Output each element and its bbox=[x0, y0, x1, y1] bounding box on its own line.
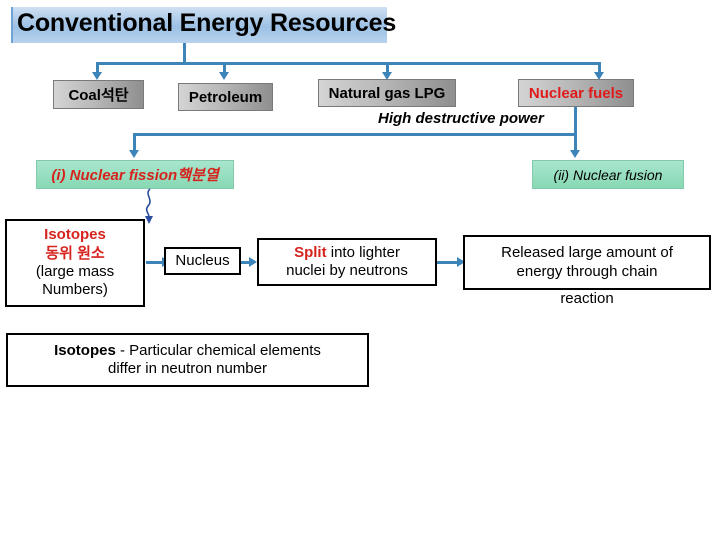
connector-stem-petroleum bbox=[223, 62, 226, 75]
released-line2: energy through chain bbox=[516, 262, 658, 280]
split-strong: Split bbox=[294, 243, 327, 261]
definition-strong: Isotopes bbox=[54, 341, 116, 359]
connector-nucleus-split bbox=[241, 261, 250, 264]
connector-nuclear-drop bbox=[574, 107, 577, 134]
definition-box-isotopes[interactable]: Isotopes - Particular chemical elements … bbox=[6, 333, 369, 387]
resource-label-nuclear-fuels: Nuclear fuels bbox=[528, 84, 624, 102]
definition-rest: - Particular chemical elements bbox=[115, 341, 321, 359]
arrow-coal bbox=[92, 72, 102, 80]
arrow-fusion bbox=[570, 150, 580, 158]
process-box-nuclear-fission[interactable]: (i) Nuclear fission핵분열 bbox=[36, 160, 234, 189]
arrow-nucleus-split bbox=[249, 257, 257, 267]
chain-box-nucleus[interactable]: Nucleus bbox=[164, 247, 241, 275]
resource-box-petroleum[interactable]: Petroleum bbox=[178, 83, 273, 111]
annotation-high-destructive-power: High destructive power bbox=[378, 110, 544, 127]
arrow-fission bbox=[129, 150, 139, 158]
connector-stem-fission bbox=[133, 133, 136, 151]
connector-split-released bbox=[437, 261, 458, 264]
connector-stem-coal bbox=[96, 62, 99, 75]
isotopes-sub-line2: Numbers) bbox=[42, 281, 108, 299]
isotopes-title: Isotopes bbox=[44, 226, 106, 244]
connector-stem-natural-gas bbox=[386, 62, 389, 75]
chain-box-released-energy[interactable]: Released large amount of energy through … bbox=[463, 235, 711, 290]
definition-line1: Isotopes - Particular chemical elements bbox=[54, 342, 321, 360]
page-title: Conventional Energy Resources bbox=[17, 9, 397, 37]
title-background bbox=[11, 7, 387, 43]
released-line3: reaction bbox=[560, 290, 614, 307]
resource-box-natural-gas[interactable]: Natural gas LPG bbox=[318, 79, 456, 107]
released-line1: Released large amount of bbox=[501, 244, 673, 262]
isotopes-sub-line1: (large mass bbox=[35, 263, 115, 280]
connector-title-drop bbox=[183, 43, 186, 63]
process-label-nuclear-fission: (i) Nuclear fission핵분열 bbox=[51, 167, 219, 184]
nucleus-label: Nucleus bbox=[175, 251, 230, 269]
chain-box-split[interactable]: Split into lighter nuclei by neutrons bbox=[257, 238, 437, 286]
connector-level2-bar bbox=[133, 133, 577, 136]
definition-line2: differ in neutron number bbox=[108, 360, 267, 377]
process-box-nuclear-fusion[interactable]: (ii) Nuclear fusion bbox=[532, 160, 684, 189]
connector-stem-fusion bbox=[574, 133, 577, 151]
arrow-split-released bbox=[457, 257, 465, 267]
resource-label-natural-gas: Natural gas LPG bbox=[328, 84, 446, 102]
arrow-natural-gas bbox=[382, 72, 392, 80]
split-line2: nuclei by neutrons bbox=[286, 262, 408, 279]
isotopes-korean: 동위 원소 bbox=[45, 244, 105, 262]
squiggle-connector-icon bbox=[145, 188, 153, 224]
resource-box-coal[interactable]: Coal석탄 bbox=[53, 80, 144, 109]
arrow-nuclear bbox=[594, 72, 604, 80]
connector-isotopes-nucleus bbox=[146, 261, 163, 264]
resource-label-petroleum: Petroleum bbox=[188, 88, 263, 106]
chain-box-isotopes[interactable]: Isotopes 동위 원소 (large mass Numbers) bbox=[5, 219, 145, 307]
process-label-nuclear-fusion: (ii) Nuclear fusion bbox=[553, 166, 663, 183]
resource-label-coal: Coal석탄 bbox=[68, 87, 129, 104]
split-rest: into lighter bbox=[326, 243, 400, 261]
connector-level1-bar bbox=[96, 62, 601, 65]
arrow-petroleum bbox=[219, 72, 229, 80]
split-line1: Split into lighter bbox=[294, 244, 400, 262]
connector-stem-nuclear bbox=[598, 62, 601, 75]
resource-box-nuclear-fuels[interactable]: Nuclear fuels bbox=[518, 79, 634, 107]
